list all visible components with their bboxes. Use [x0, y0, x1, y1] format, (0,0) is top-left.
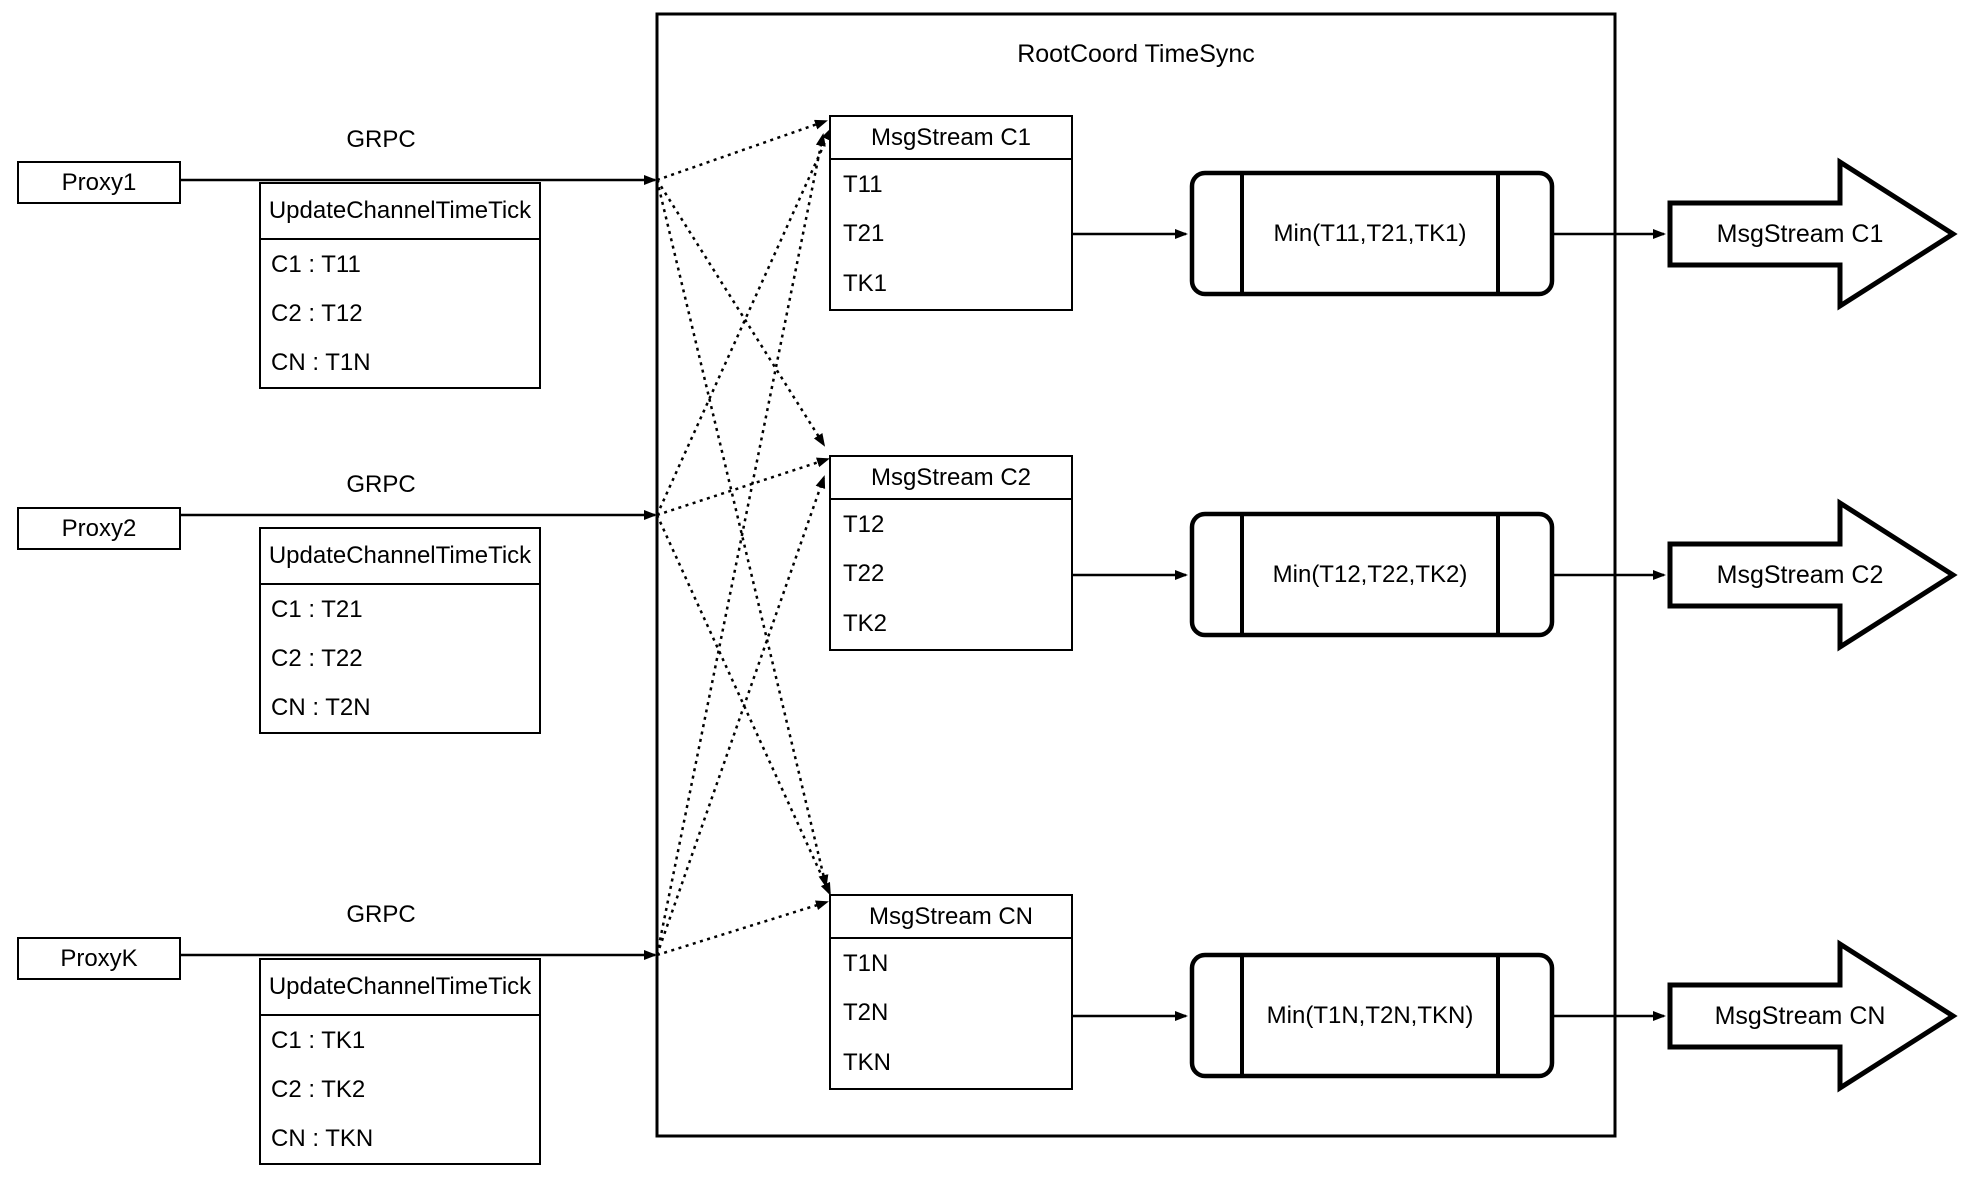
proxyk-table-row-c2: C2 : TK2 — [271, 1075, 366, 1103]
proxy2-table-row-c2: C2 : T22 — [271, 644, 363, 672]
output-arrow-label-cn: MsgStream CN — [1714, 1001, 1886, 1030]
msgstream-c1-table: MsgStream C1 T11 T21 TK1 — [829, 115, 1073, 311]
msgstream-c2-header: MsgStream C2 — [831, 457, 1071, 500]
output-arrow-shape-cn — [1667, 939, 1958, 1093]
proxy1-table-row-cn: CN : T1N — [271, 348, 371, 376]
msgstream-cn-header: MsgStream CN — [831, 896, 1071, 939]
rootcoord-title: RootCoord TimeSync — [1017, 39, 1255, 68]
proxyk-box: ProxyK — [17, 937, 181, 980]
proxyk-table-row-c1: C1 : TK1 — [271, 1026, 366, 1054]
proxy2-table-row-c1: C1 : T21 — [271, 595, 363, 623]
msgstream-cn-table: MsgStream CN T1N T2N TKN — [829, 894, 1073, 1090]
dotted-link-proxy2-c1 — [655, 127, 833, 516]
proxy2-label: Proxy2 — [61, 514, 137, 542]
msgstream-c2-row-t22: T22 — [843, 560, 885, 588]
min-box-cn — [1189, 952, 1555, 1079]
proxy2-box: Proxy2 — [17, 507, 181, 550]
proxy1-table-header: UpdateChannelTimeTick — [261, 184, 539, 240]
msgstream-c1-row-t21: T21 — [843, 220, 885, 248]
min-box-c1 — [1189, 170, 1555, 297]
dotted-link-proxyk-c1 — [655, 133, 826, 956]
msgstream-cn-row-t2n: T2N — [843, 999, 889, 1027]
dotted-link-proxyk-cn — [656, 900, 829, 957]
proxy2-update-table: UpdateChannelTimeTick C1 : T21 C2 : T22 … — [259, 527, 541, 734]
msgstream-c2-table: MsgStream C2 T12 T22 TK2 — [829, 455, 1073, 651]
proxy1-table-row-c2: C2 : T12 — [271, 299, 363, 327]
msgstream-c1-row-tk1: TK1 — [843, 269, 888, 297]
proxy1-table-row-c1: C1 : T11 — [271, 250, 361, 278]
proxy1-label: Proxy1 — [61, 168, 137, 196]
msgstream-c2-row-tk2: TK2 — [843, 609, 888, 637]
proxyk-table-row-cn: CN : TKN — [271, 1124, 374, 1152]
msgstream-c1-header: MsgStream C1 — [831, 117, 1071, 160]
proxyk-label: ProxyK — [60, 944, 138, 972]
output-arrow-shape-c2 — [1667, 498, 1958, 652]
dotted-links-group — [655, 119, 833, 957]
proxyk-table-header: UpdateChannelTimeTick — [261, 960, 539, 1016]
msgstream-c1-row-t11: T11 — [843, 170, 883, 198]
proxyk-update-table: UpdateChannelTimeTick C1 : TK1 C2 : TK2 … — [259, 958, 541, 1165]
msgstream-cn-row-tkn: TKN — [843, 1048, 891, 1076]
output-arrow-label-c2: MsgStream C2 — [1716, 560, 1884, 589]
dotted-link-proxy2-cn — [655, 514, 832, 896]
min-label-c1: Min(T11,T21,TK1) — [1273, 220, 1467, 247]
min-box-c2 — [1189, 511, 1555, 638]
proxy1-box: Proxy1 — [17, 161, 181, 204]
output-arrow-shape-c1 — [1667, 157, 1958, 311]
min-label-cn: Min(T1N,T2N,TKN) — [1266, 1002, 1474, 1029]
grpc-label-1: GRPC — [346, 126, 416, 153]
msgstream-cn-row-t1n: T1N — [843, 949, 889, 977]
dotted-link-proxy1-c2 — [655, 179, 826, 447]
msgstream-c2-row-t12: T12 — [843, 510, 885, 538]
dotted-link-proxy2-c2 — [656, 457, 830, 517]
proxy2-table-row-cn: CN : T2N — [271, 693, 371, 721]
proxy1-update-table: UpdateChannelTimeTick C1 : T11 C2 : T12 … — [259, 182, 541, 389]
output-arrow-label-c1: MsgStream C1 — [1716, 219, 1884, 248]
dotted-link-proxy1-c1 — [656, 119, 828, 182]
grpc-label-3: GRPC — [346, 901, 416, 928]
dotted-link-proxyk-c2 — [655, 475, 826, 956]
proxy2-table-header: UpdateChannelTimeTick — [261, 529, 539, 585]
grpc-label-2: GRPC — [346, 471, 416, 498]
min-label-c2: Min(T12,T22,TK2) — [1272, 561, 1468, 588]
